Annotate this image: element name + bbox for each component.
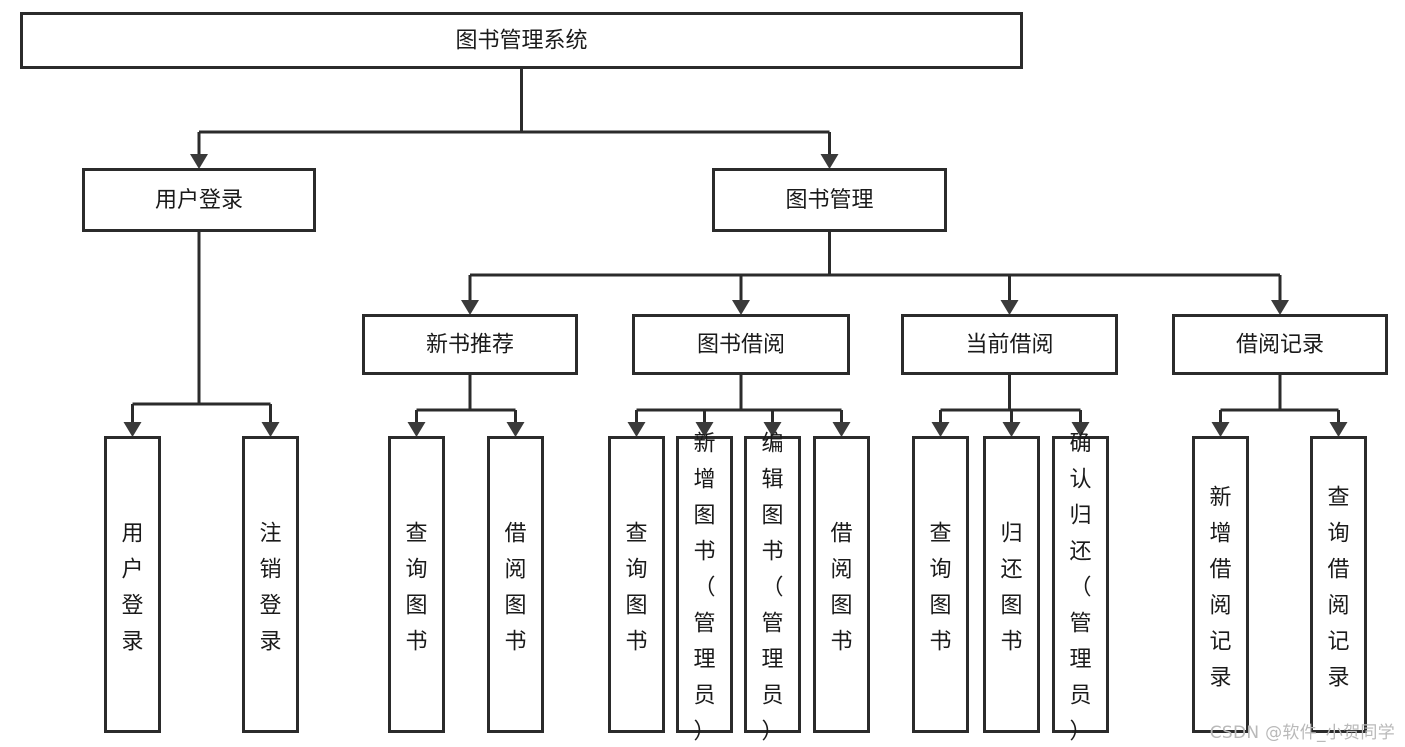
node-label: 查询图书 xyxy=(625,522,647,655)
node-l3-new[interactable]: 新书推荐 xyxy=(362,314,578,375)
node-box xyxy=(104,436,161,733)
node-l3-record[interactable]: 借阅记录 xyxy=(1172,314,1388,375)
arrow-head-icon xyxy=(261,422,280,437)
node-box xyxy=(487,436,544,733)
arrow-head-icon xyxy=(627,422,646,437)
node-box xyxy=(983,436,1040,733)
node-box xyxy=(1052,436,1109,733)
node-leaf-c-query[interactable]: 查询图书 xyxy=(912,436,969,733)
arrow-head-icon xyxy=(1211,422,1230,437)
node-label: 用户登录 xyxy=(121,522,143,655)
arrow-head-icon xyxy=(1002,422,1021,437)
node-leaf-c-return[interactable]: 归还图书 xyxy=(983,436,1040,733)
node-box xyxy=(82,168,316,232)
node-leaf-r-query[interactable]: 查询借阅记录 xyxy=(1310,436,1367,733)
node-box xyxy=(20,12,1023,69)
node-leaf-b-lend[interactable]: 借阅图书 xyxy=(813,436,870,733)
node-leaf-new-borrow[interactable]: 借阅图书 xyxy=(487,436,544,733)
node-box xyxy=(1310,436,1367,733)
edge-layer xyxy=(123,69,1348,437)
node-leaf-b-edit[interactable]: 编辑图书（管理员） xyxy=(744,432,801,745)
node-l2-user[interactable]: 用户登录 xyxy=(82,168,316,232)
node-box xyxy=(1172,314,1388,375)
node-root[interactable]: 图书管理系统 xyxy=(20,12,1023,69)
node-box xyxy=(1192,436,1249,733)
arrow-head-icon xyxy=(123,422,142,437)
node-label: 图书借阅 xyxy=(697,333,785,358)
arrow-head-icon xyxy=(1271,300,1289,315)
node-box xyxy=(632,314,850,375)
node-l2-book[interactable]: 图书管理 xyxy=(712,168,947,232)
node-label: 确认归还（管理员） xyxy=(1069,432,1091,745)
node-label: 新书推荐 xyxy=(426,333,514,358)
node-box xyxy=(676,436,733,733)
node-label: 新增借阅记录 xyxy=(1209,486,1231,691)
arrow-head-icon xyxy=(931,422,950,437)
arrow-head-icon xyxy=(506,422,525,437)
node-label: 注销登录 xyxy=(259,522,281,655)
node-box xyxy=(813,436,870,733)
node-leaf-r-add[interactable]: 新增借阅记录 xyxy=(1192,436,1249,733)
node-label: 编辑图书（管理员） xyxy=(761,432,783,745)
arrow-head-icon xyxy=(190,154,208,169)
node-leaf-user-logout[interactable]: 注销登录 xyxy=(242,436,299,733)
node-label: 查询借阅记录 xyxy=(1327,486,1349,691)
arrow-head-icon xyxy=(820,154,839,169)
arrow-head-icon xyxy=(1329,422,1348,437)
arrow-head-icon xyxy=(1000,300,1019,315)
arrow-head-icon xyxy=(407,422,426,437)
node-label: 借阅记录 xyxy=(1236,333,1324,358)
node-box xyxy=(712,168,947,232)
node-label: 用户登录 xyxy=(155,188,243,213)
node-label: 归还图书 xyxy=(1000,522,1022,655)
node-leaf-b-add[interactable]: 新增图书（管理员） xyxy=(676,432,733,745)
node-box xyxy=(608,436,665,733)
node-box xyxy=(912,436,969,733)
node-label: 新增图书（管理员） xyxy=(693,432,715,745)
arrow-head-icon xyxy=(1071,422,1090,437)
node-label: 借阅图书 xyxy=(830,522,852,655)
node-leaf-c-confirm[interactable]: 确认归还（管理员） xyxy=(1052,432,1109,745)
node-label: 借阅图书 xyxy=(504,522,526,655)
node-box xyxy=(901,314,1118,375)
node-label: 当前借阅 xyxy=(965,333,1053,358)
node-l3-current[interactable]: 当前借阅 xyxy=(901,314,1118,375)
node-box xyxy=(388,436,445,733)
node-label: 图书管理 xyxy=(785,188,873,213)
node-box xyxy=(242,436,299,733)
node-leaf-new-query[interactable]: 查询图书 xyxy=(388,436,445,733)
node-leaf-user-login[interactable]: 用户登录 xyxy=(104,436,161,733)
node-box xyxy=(362,314,578,375)
node-label: 查询图书 xyxy=(929,522,951,655)
node-layer: 图书管理系统用户登录图书管理新书推荐图书借阅当前借阅借阅记录用户登录注销登录查询… xyxy=(20,12,1388,745)
arrow-head-icon xyxy=(832,422,851,437)
arrow-head-icon xyxy=(695,422,714,437)
node-label: 查询图书 xyxy=(405,522,427,655)
node-box xyxy=(744,436,801,733)
node-label: 图书管理系统 xyxy=(455,29,587,54)
node-l3-borrow[interactable]: 图书借阅 xyxy=(632,314,850,375)
arrow-head-icon xyxy=(461,300,479,315)
arrow-head-icon xyxy=(732,300,750,315)
node-leaf-b-query[interactable]: 查询图书 xyxy=(608,436,665,733)
arrow-head-icon xyxy=(763,422,782,437)
